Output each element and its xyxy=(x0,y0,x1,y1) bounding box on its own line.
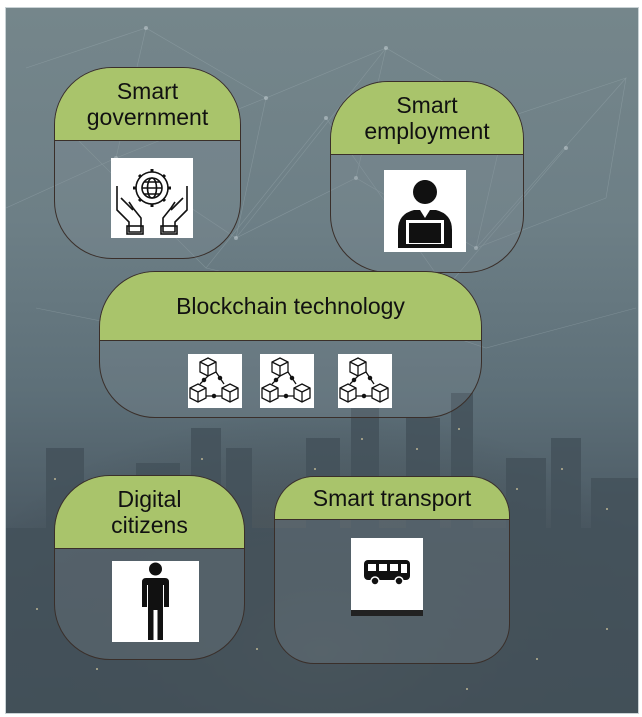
card-smart-government: Smart government xyxy=(54,67,241,259)
card-header: Smart employment xyxy=(331,82,523,155)
card-blockchain-technology: Blockchain technology xyxy=(99,271,482,418)
hands-gear-globe-icon xyxy=(111,158,193,238)
diagram-canvas: Smart government xyxy=(6,8,638,713)
card-title-line1: Digital xyxy=(117,486,182,512)
blockchain-cubes-icon xyxy=(338,354,392,408)
card-title-line1: Smart xyxy=(116,78,179,104)
card-header: Blockchain technology xyxy=(100,272,481,341)
card-title: Blockchain technology xyxy=(176,293,405,319)
card-header: Smart government xyxy=(55,68,240,141)
card-header: Digital citizens xyxy=(55,476,244,549)
bus-icon xyxy=(351,538,423,616)
person-silhouette-icon xyxy=(112,561,199,642)
card-digital-citizens: Digital citizens xyxy=(54,475,245,660)
city-skyline xyxy=(6,393,638,713)
card-title: Smart transport xyxy=(312,485,472,511)
card-title-line2: employment xyxy=(364,118,490,144)
card-title-line2: citizens xyxy=(111,512,188,538)
card-header: Smart transport xyxy=(275,477,509,520)
blockchain-cubes-icon xyxy=(260,354,314,408)
card-title-line2: government xyxy=(86,104,209,130)
card-smart-employment: Smart employment xyxy=(330,81,524,273)
card-title-line1: Smart xyxy=(396,92,458,118)
card-smart-transport: Smart transport xyxy=(274,476,510,664)
blockchain-cubes-icon xyxy=(188,354,242,408)
person-laptop-icon xyxy=(384,170,466,252)
